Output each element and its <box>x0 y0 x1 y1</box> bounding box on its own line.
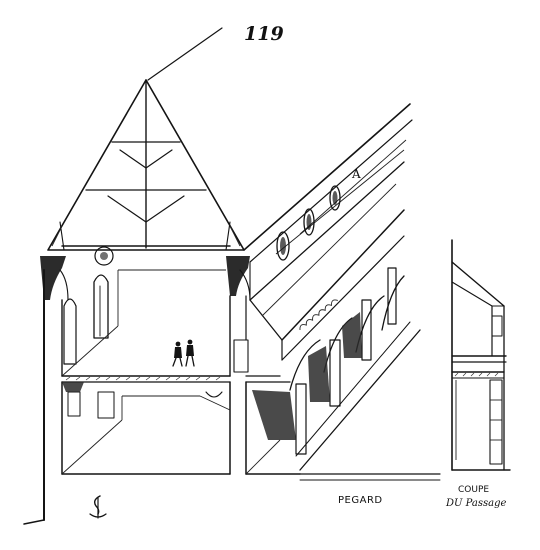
lower-level <box>61 375 301 475</box>
main-hall <box>23 246 251 525</box>
passage-section-inset <box>451 239 511 471</box>
roof-truss <box>47 79 245 251</box>
monogram-mark <box>89 495 107 519</box>
artist-signature: PEGARD <box>338 495 383 506</box>
inset-caption-line2: DU Passage <box>445 498 506 509</box>
label-a: A <box>351 167 361 181</box>
perspective-roof <box>243 103 413 301</box>
human-figures <box>172 339 195 367</box>
page-number-leader <box>147 27 223 81</box>
gallery-lower-roof <box>249 183 405 361</box>
inset-caption-line1: COUPE <box>458 485 489 495</box>
gallery-arcade <box>252 267 421 471</box>
page-number: 119 <box>244 23 284 45</box>
